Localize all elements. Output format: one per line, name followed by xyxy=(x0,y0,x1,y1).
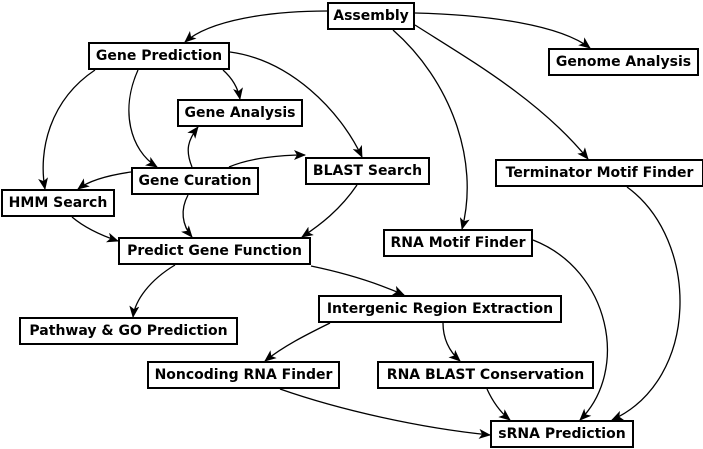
edge-blast-search-to-predict-gene-function xyxy=(301,184,358,238)
node-srna-prediction: sRNA Prediction xyxy=(490,420,634,448)
edge-assembly-to-gene-prediction xyxy=(184,10,328,43)
edge-noncoding-rna-finder-to-srna-prediction xyxy=(279,388,491,439)
edge-gene-curation-to-blast-search xyxy=(228,150,306,168)
node-noncoding-rna-finder: Noncoding RNA Finder xyxy=(147,361,340,389)
edge-intergenic-region-extraction-to-rna-blast-conservation xyxy=(442,322,461,362)
edge-assembly-to-rna-motif-finder xyxy=(392,29,470,230)
node-gene-curation: Gene Curation xyxy=(131,167,259,195)
node-predict-gene-function: Predict Gene Function xyxy=(118,237,311,265)
node-blast-search: BLAST Search xyxy=(305,157,430,185)
node-hmm-search: HMM Search xyxy=(1,189,115,217)
node-rna-motif-finder: RNA Motif Finder xyxy=(383,229,533,257)
edge-gene-curation-to-hmm-search xyxy=(77,171,132,190)
node-gene-analysis: Gene Analysis xyxy=(177,99,303,127)
node-assembly: Assembly xyxy=(327,2,415,30)
edge-assembly-to-terminator-motif-finder xyxy=(414,24,589,160)
edge-gene-prediction-to-gene-analysis xyxy=(222,69,243,100)
edge-hmm-search-to-predict-gene-function xyxy=(71,216,119,243)
node-rna-blast-conservation: RNA BLAST Conservation xyxy=(377,361,594,389)
node-intergenic-region-extraction: Intergenic Region Extraction xyxy=(318,295,562,323)
edge-intergenic-region-extraction-to-noncoding-rna-finder xyxy=(264,322,331,362)
edge-gene-prediction-to-blast-search xyxy=(229,51,363,158)
edge-rna-motif-finder-to-srna-prediction xyxy=(532,239,609,421)
node-terminator-motif-finder: Terminator Motif Finder xyxy=(495,159,703,187)
node-genome-analysis: Genome Analysis xyxy=(548,48,699,76)
edge-rna-blast-conservation-to-srna-prediction xyxy=(486,388,511,421)
edge-predict-gene-function-to-intergenic-region-extraction xyxy=(310,265,405,296)
node-pathway-go-prediction: Pathway & GO Prediction xyxy=(19,317,238,345)
node-gene-prediction: Gene Prediction xyxy=(88,42,230,70)
edge-terminator-motif-finder-to-srna-prediction xyxy=(611,186,681,421)
edge-gene-curation-to-gene-analysis xyxy=(187,126,199,168)
edge-gene-prediction-to-gene-curation xyxy=(128,69,158,168)
edge-gene-curation-to-predict-gene-function xyxy=(181,194,193,238)
edge-predict-gene-function-to-pathway-go-prediction xyxy=(129,264,176,318)
edge-gene-prediction-to-hmm-search xyxy=(38,69,96,190)
edge-assembly-to-genome-analysis xyxy=(414,12,591,49)
